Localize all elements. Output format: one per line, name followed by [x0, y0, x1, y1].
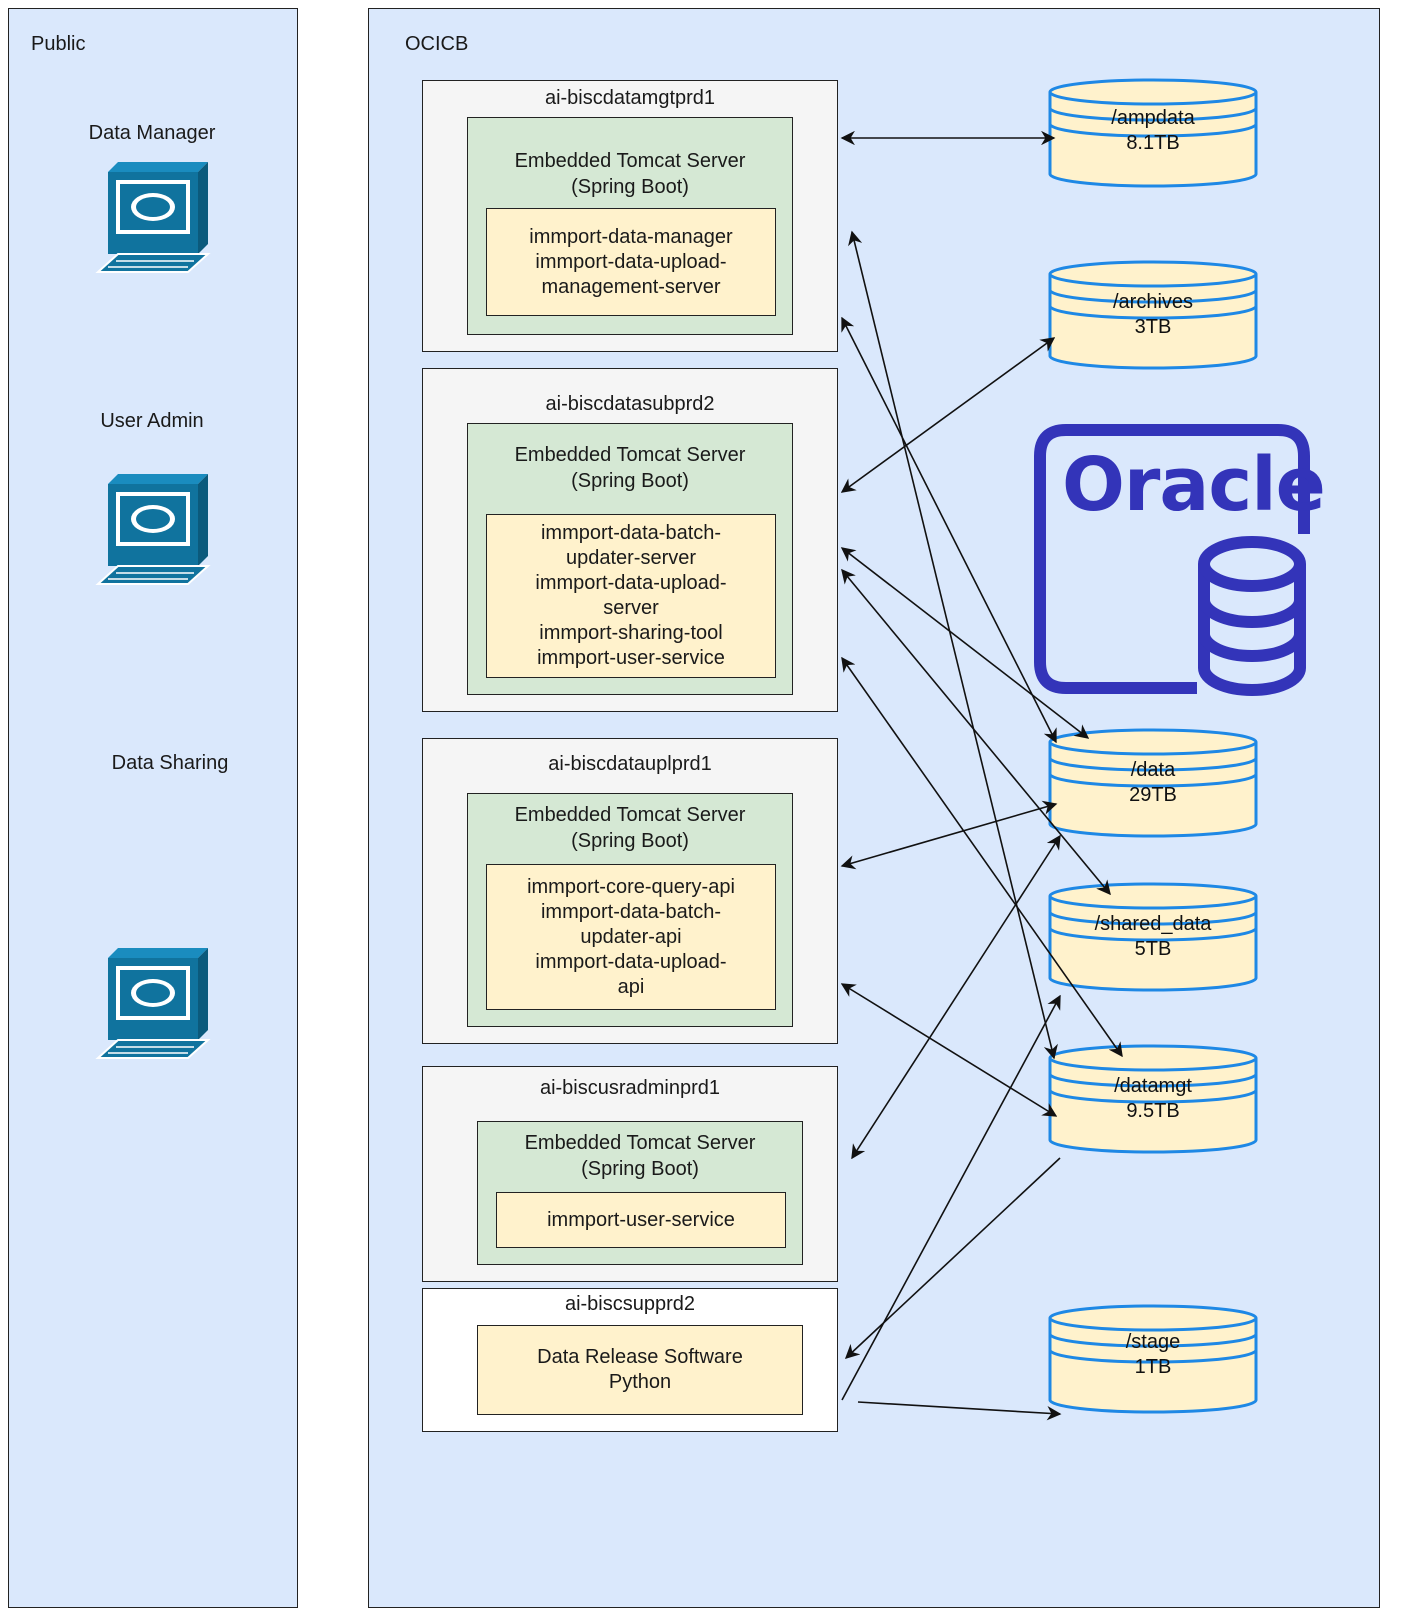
storage-size: 9.5TB	[1126, 1100, 1180, 1122]
storage-size: 29TB	[1129, 784, 1177, 806]
user-admin-computer-icon[interactable]	[94, 472, 212, 592]
app-name: updater-api	[580, 925, 682, 948]
server-name: ai-biscusradminprd1	[539, 1077, 721, 1099]
data-manager-computer-icon[interactable]	[94, 160, 212, 280]
app-name: Data Release Software	[537, 1346, 743, 1368]
link-usradmin-data[interactable]	[851, 834, 1061, 1160]
storage-data-label: /data 29TB	[1048, 758, 1258, 808]
app-name: immport-data-upload-	[535, 572, 727, 594]
data-sharing-label: Data Sharing	[111, 752, 229, 774]
tomcat-title: Embedded Tomcat Server (Spring Boot)	[514, 444, 746, 492]
app-name: server	[603, 597, 659, 619]
storage-archives-label: /archives 3TB	[1048, 290, 1258, 340]
storage-path: /datamgt	[1114, 1075, 1192, 1097]
link-supp-stage[interactable]	[857, 1401, 1062, 1421]
app-box[interactable]: immport-user-service	[496, 1192, 786, 1248]
app-name: immport-data-upload-	[535, 950, 727, 973]
app-name: immport-user-service	[537, 647, 725, 669]
app-name: immport-data-manager	[529, 225, 733, 248]
storage-datamgt-icon[interactable]	[1046, 1044, 1260, 1156]
storage-path: /shared_data	[1094, 913, 1212, 935]
server-biscdatauplprd1[interactable]: ai-biscdatauplprd1 Embedded Tomcat Serve…	[422, 738, 838, 1044]
app-name: immport-sharing-tool	[539, 622, 723, 644]
storage-ampdata-label: /ampdata 8.1TB	[1048, 106, 1258, 156]
tomcat-title: Embedded Tomcat Server (Spring Boot)	[514, 150, 746, 198]
app-name: immport-data-batch-	[540, 522, 722, 544]
storage-path: /data	[1130, 759, 1176, 781]
app-name: immport-user-service	[547, 1208, 735, 1231]
storage-shared-data-label: /shared_data 5TB	[1048, 912, 1258, 962]
storage-stage-label: /stage 1TB	[1048, 1330, 1258, 1380]
tomcat-container[interactable]: Embedded Tomcat Server (Spring Boot) imm…	[467, 793, 793, 1027]
server-biscdatasubprd2[interactable]: ai-biscdatasubprd2 Embedded Tomcat Serve…	[422, 368, 838, 712]
server-biscusradminprd1[interactable]: ai-biscusradminprd1 Embedded Tomcat Serv…	[422, 1066, 838, 1282]
link-supp-shared-data[interactable]	[841, 994, 1061, 1401]
app-name: api	[617, 975, 645, 998]
app-box[interactable]: immport-data-batch- updater-server immpo…	[486, 514, 776, 678]
server-biscsupprd2[interactable]: ai-biscsupprd2 Data Release Software Pyt…	[422, 1288, 838, 1432]
storage-path: /stage	[1125, 1331, 1181, 1353]
tomcat-container[interactable]: Embedded Tomcat Server (Spring Boot) imm…	[477, 1121, 803, 1265]
user-admin-label: User Admin	[100, 410, 204, 432]
oracle-logo-text: Oracle	[1062, 442, 1326, 528]
tomcat-container[interactable]: Embedded Tomcat Server (Spring Boot) imm…	[467, 117, 793, 335]
app-box[interactable]: immport-core-query-api immport-data-batc…	[486, 864, 776, 1010]
storage-size: 8.1TB	[1126, 132, 1180, 154]
server-biscdatamgtprd1[interactable]: ai-biscdatamgtprd1 Embedded Tomcat Serve…	[422, 80, 838, 352]
storage-path: /archives	[1112, 291, 1194, 313]
server-name: ai-biscdatasubprd2	[545, 393, 715, 415]
app-name: management-server	[541, 275, 721, 298]
tomcat-container[interactable]: Embedded Tomcat Server (Spring Boot) imm…	[467, 423, 793, 695]
storage-size: 1TB	[1134, 1356, 1172, 1378]
ocicb-zone-label: OCICB	[405, 33, 469, 55]
server-name: ai-biscsupprd2	[564, 1293, 696, 1315]
public-zone: Public	[8, 8, 298, 1608]
app-name: Python	[608, 1371, 672, 1393]
link-supp-datamgt[interactable]	[844, 1157, 1061, 1359]
storage-size: 3TB	[1134, 316, 1172, 338]
data-manager-label: Data Manager	[88, 122, 216, 144]
app-name: immport-data-upload-	[535, 250, 727, 273]
storage-path: /ampdata	[1111, 107, 1195, 129]
tomcat-title: Embedded Tomcat Server (Spring Boot)	[524, 1132, 756, 1180]
storage-datamgt-label: /datamgt 9.5TB	[1048, 1074, 1258, 1124]
tomcat-title: Embedded Tomcat Server (Spring Boot)	[514, 804, 746, 852]
app-name: updater-server	[565, 547, 697, 569]
storage-ampdata-icon[interactable]	[1046, 78, 1260, 190]
app-box[interactable]: Data Release Software Python	[477, 1325, 803, 1415]
app-box[interactable]: immport-data-manager immport-data-upload…	[486, 208, 776, 316]
storage-stage-icon[interactable]	[1046, 1304, 1260, 1416]
app-name: immport-data-batch-	[540, 900, 722, 923]
app-name: immport-core-query-api	[527, 875, 735, 898]
data-sharing-computer-icon[interactable]	[94, 946, 212, 1066]
storage-archives-icon[interactable]	[1046, 260, 1260, 372]
public-zone-label: Public	[31, 33, 86, 55]
server-name: ai-biscdatamgtprd1	[544, 87, 716, 109]
oracle-database-logo: Oracle	[1034, 422, 1326, 698]
storage-size: 5TB	[1134, 938, 1172, 960]
server-name: ai-biscdatauplprd1	[548, 753, 712, 775]
